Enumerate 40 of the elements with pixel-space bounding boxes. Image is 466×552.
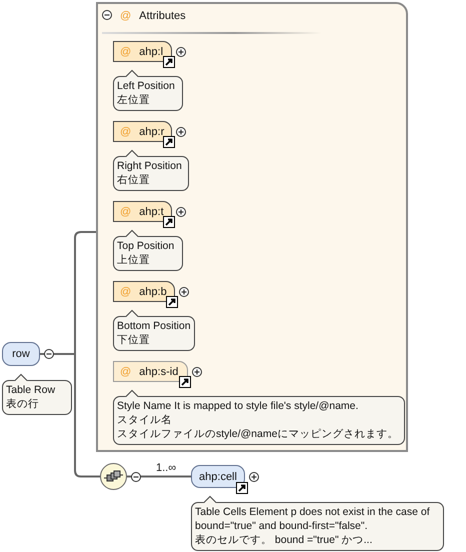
element-name: row	[12, 348, 30, 360]
attribute-symbol: @	[120, 206, 132, 218]
sequence-compositor	[100, 463, 127, 490]
attribute-symbol: @	[120, 10, 132, 22]
connector-line	[127, 476, 191, 478]
description-text: 左位置	[117, 93, 151, 107]
attribute-symbol: @	[120, 126, 132, 138]
description-text: 下位置	[117, 333, 151, 347]
attribute-symbol: @	[120, 286, 132, 298]
description-text: Bottom Position	[117, 319, 191, 333]
element-box	[2, 342, 40, 366]
description-text: Table Cells Element p does not exist in the case of bound="true" and bound-first="false".	[195, 505, 431, 533]
element-name: ahp:l	[139, 46, 164, 58]
element-name: ahp:cell	[199, 470, 237, 482]
attribute-box	[113, 121, 172, 142]
description-text: スタイル名	[117, 413, 173, 427]
element-name: ahp:s-id	[139, 366, 178, 378]
description-text: Style Name It is mapped to style file's style/@name.	[117, 399, 360, 413]
attribute-box	[113, 281, 175, 302]
attribute-box	[113, 361, 188, 382]
description-text: 右位置	[117, 173, 151, 187]
description-text: Right Position	[117, 159, 183, 173]
description-text: 表のセルです。 bound ="true" かつ...	[195, 533, 374, 547]
element-box	[191, 465, 245, 488]
attribute-box	[113, 201, 172, 222]
element-name: ahp:t	[139, 206, 164, 218]
attribute-symbol: @	[120, 366, 132, 378]
attributes-panel	[96, 2, 408, 452]
description-text: Top Position	[117, 239, 176, 253]
description-text: 表の行	[6, 397, 40, 411]
multiplicity-label: 1..∞	[155, 462, 178, 474]
description-text: 上位置	[117, 253, 151, 267]
attribute-symbol: @	[120, 46, 132, 58]
attribute-box	[113, 41, 172, 62]
section-heading: Attributes	[139, 10, 186, 22]
description-text: スタイルファイルのstyle/@nameにマッピングされます。	[117, 427, 400, 441]
description-text: Table Row	[6, 383, 56, 397]
description-text: Left Position	[117, 79, 176, 93]
element-name: ahp:r	[139, 126, 164, 138]
element-name: ahp:b	[139, 286, 167, 298]
